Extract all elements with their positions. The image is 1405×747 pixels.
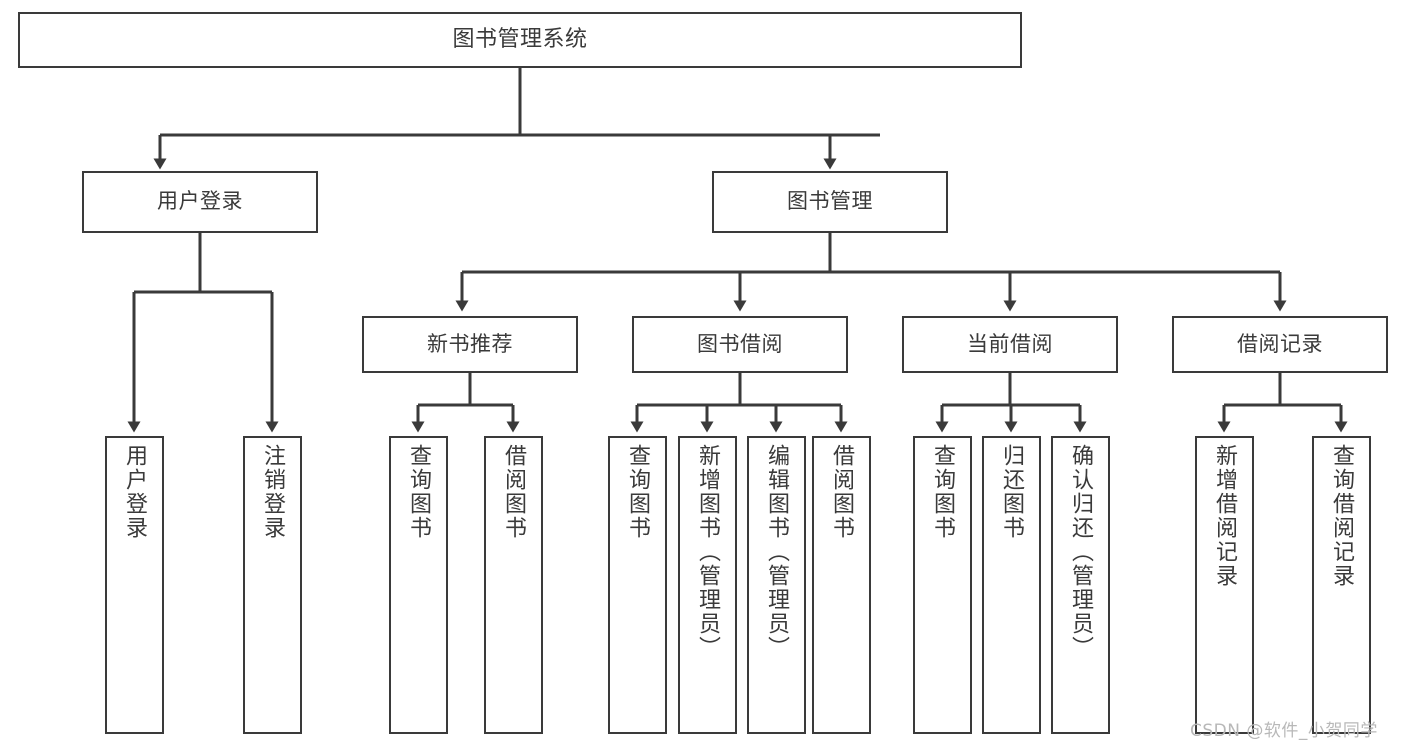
node-borrow-record[interactable]: 借阅记录	[1172, 316, 1388, 373]
node-leaf-add-book[interactable]: 新增图书（管理员）	[678, 436, 737, 734]
node-label: 用户登录	[122, 444, 148, 540]
node-label: 图书管理系统	[452, 26, 588, 52]
node-book-management[interactable]: 图书管理	[712, 171, 948, 233]
node-leaf-borrow-book-1[interactable]: 借阅图书	[484, 436, 543, 734]
node-label: 查询图书	[406, 444, 432, 540]
node-root-book-management-system[interactable]: 图书管理系统	[18, 12, 1022, 68]
node-label: 借阅图书	[501, 444, 527, 540]
node-leaf-edit-book[interactable]: 编辑图书（管理员）	[747, 436, 806, 734]
node-book-borrow[interactable]: 图书借阅	[632, 316, 848, 373]
node-leaf-borrow-book-2[interactable]: 借阅图书	[812, 436, 871, 734]
node-label: 注销登录	[260, 444, 286, 540]
node-label: 新增借阅记录	[1212, 444, 1238, 588]
node-label: 图书管理	[787, 189, 873, 214]
node-leaf-confirm-return[interactable]: 确认归还（管理员）	[1051, 436, 1110, 734]
node-label: 查询图书	[930, 444, 956, 540]
node-label: 借阅图书	[829, 444, 855, 540]
node-leaf-logout-login[interactable]: 注销登录	[243, 436, 302, 734]
node-label: 确认归还（管理员）	[1068, 444, 1094, 660]
node-current-borrow[interactable]: 当前借阅	[902, 316, 1118, 373]
node-leaf-query-book-3[interactable]: 查询图书	[913, 436, 972, 734]
node-label: 图书借阅	[697, 331, 783, 356]
node-user-login[interactable]: 用户登录	[82, 171, 318, 233]
node-label: 当前借阅	[967, 331, 1053, 356]
node-label: 编辑图书（管理员）	[764, 444, 790, 660]
node-leaf-return-book[interactable]: 归还图书	[982, 436, 1041, 734]
node-leaf-query-record[interactable]: 查询借阅记录	[1312, 436, 1371, 734]
node-new-book-recommend[interactable]: 新书推荐	[362, 316, 578, 373]
node-label: 新增图书（管理员）	[695, 444, 721, 660]
node-leaf-query-book-1[interactable]: 查询图书	[389, 436, 448, 734]
node-label: 用户登录	[157, 189, 243, 214]
node-leaf-query-book-2[interactable]: 查询图书	[608, 436, 667, 734]
node-label: 查询图书	[625, 444, 651, 540]
node-label: 借阅记录	[1237, 331, 1323, 356]
node-label: 查询借阅记录	[1329, 444, 1355, 588]
node-leaf-user-login[interactable]: 用户登录	[105, 436, 164, 734]
csdn-watermark: CSDN @软件_小贺同学	[1190, 721, 1378, 741]
node-label: 归还图书	[999, 444, 1025, 540]
node-label: 新书推荐	[427, 331, 513, 356]
node-leaf-add-record[interactable]: 新增借阅记录	[1195, 436, 1254, 734]
